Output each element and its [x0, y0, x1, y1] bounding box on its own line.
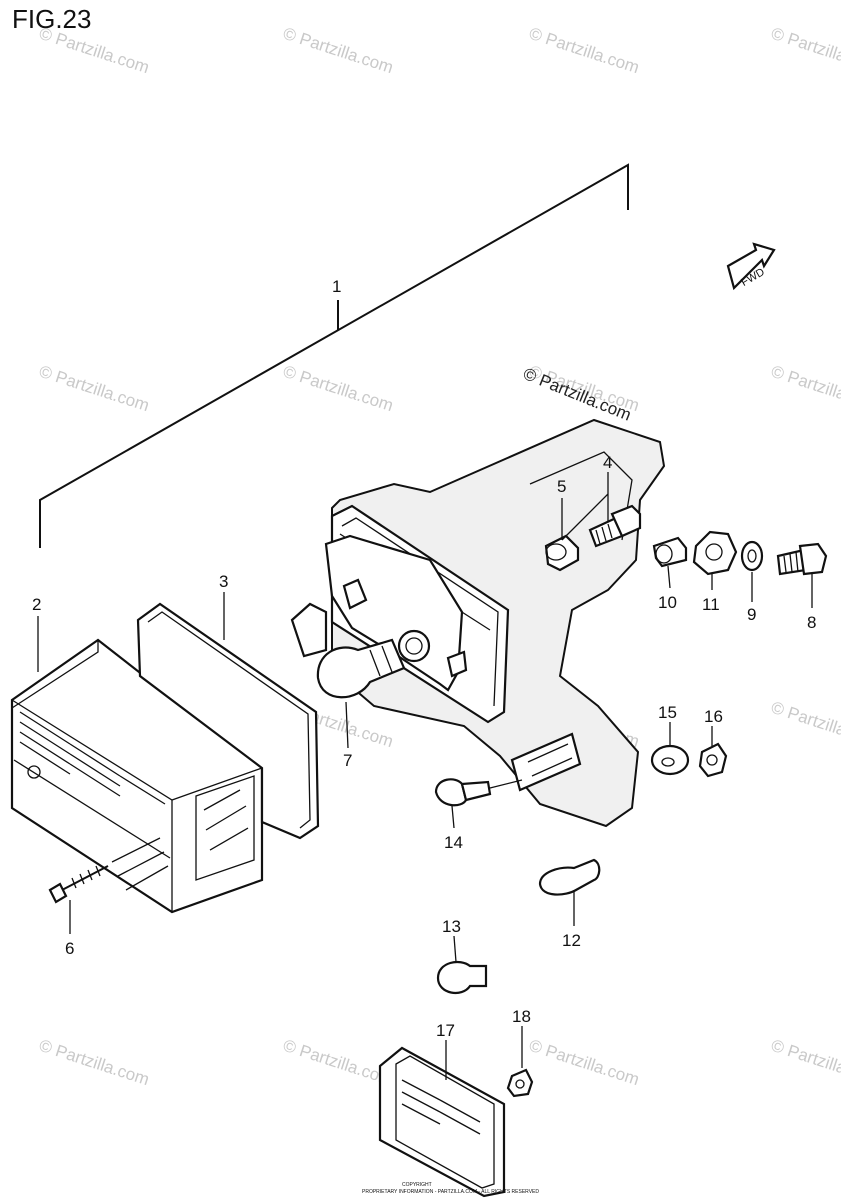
part-6-screw — [48, 865, 109, 904]
callout-7: 7 — [343, 751, 352, 770]
callout-9: 9 — [747, 605, 756, 624]
callout-6: 6 — [65, 939, 74, 958]
part-12-bulb — [538, 858, 601, 896]
callout-11: 11 — [702, 595, 720, 614]
watermark-8: © Partzilla.com — [769, 362, 841, 415]
callout-16: 16 — [704, 707, 723, 726]
part-13-bulb — [436, 960, 488, 995]
watermark-15: © Partzilla.com — [527, 1036, 642, 1089]
callout-4: 4 — [603, 453, 612, 472]
callout-18: 18 — [512, 1007, 531, 1026]
callout-3: 3 — [219, 572, 228, 591]
part-7-bulb — [316, 638, 406, 699]
part-11-nut — [692, 530, 738, 576]
watermark-16: © Partzilla.com — [769, 1036, 841, 1089]
figure-title: FIG.23 — [12, 4, 92, 34]
callout-15: 15 — [658, 703, 677, 722]
callout-8: 8 — [807, 613, 816, 632]
watermark-13: © Partzilla.com — [37, 1036, 152, 1089]
part-18-nut — [506, 1068, 534, 1098]
watermark-2: © Partzilla.com — [281, 24, 396, 77]
part-14-bolt — [434, 778, 523, 807]
watermark-12: © Partzilla.com — [769, 698, 841, 751]
part-8-bolt — [776, 542, 828, 576]
watermark-5: © Partzilla.com — [37, 362, 152, 415]
callout-14: 14 — [444, 833, 463, 852]
watermark-14: © Partzilla.com — [281, 1036, 396, 1089]
part-9-washer — [740, 540, 764, 572]
part-16-nut — [698, 742, 728, 778]
callout-12: 12 — [562, 931, 581, 950]
callout-labels: 1 2 3 4 5 6 7 8 9 10 11 12 13 14 15 16 1… — [32, 277, 816, 1040]
part-15-washer — [650, 744, 690, 776]
part-2-lens-cover — [10, 638, 264, 914]
part-10-spacer — [652, 536, 688, 568]
callout-2: 2 — [32, 595, 41, 614]
watermark-4: © Partzilla.com — [769, 24, 841, 77]
fine-print: COPYRIGHT PROPRIETARY INFORMATION - PART… — [362, 1182, 539, 1195]
leader-lines — [37, 472, 813, 1080]
callout-5: 5 — [557, 477, 566, 496]
callout-17: 17 — [436, 1021, 455, 1040]
watermark-1: © Partzilla.com — [37, 24, 152, 77]
fwd-arrow-icon: FWD — [726, 242, 776, 291]
watermark-6: © Partzilla.com — [281, 362, 396, 415]
fine-print-2: PROPRIETARY INFORMATION - PARTZILLA.COM … — [362, 1189, 539, 1195]
part-3-gasket — [136, 602, 320, 840]
part-17-license-lens — [378, 1046, 506, 1198]
callout-1: 1 — [332, 277, 341, 296]
fine-print-1: COPYRIGHT — [402, 1182, 432, 1188]
watermark-3: © Partzilla.com — [527, 24, 642, 77]
callout-13: 13 — [442, 917, 461, 936]
callout-10: 10 — [658, 593, 677, 612]
assembly-bracket-1 — [39, 163, 629, 548]
part-4-bolt — [588, 504, 642, 548]
